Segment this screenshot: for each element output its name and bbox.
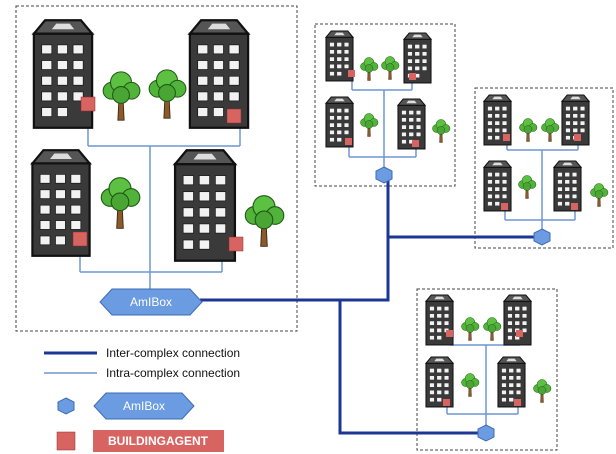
complex-box-bottom <box>416 288 558 451</box>
legend-agent-label: BUILDINGAGENT <box>108 434 209 448</box>
building <box>32 19 94 129</box>
building-agent <box>228 236 244 252</box>
amibox-main: AmIBox <box>99 288 203 316</box>
complex-box-main <box>15 5 298 332</box>
tree <box>533 379 552 403</box>
legend-amibox-hex-icon <box>57 397 75 415</box>
building-agent <box>516 330 523 337</box>
tree <box>360 57 379 81</box>
building <box>503 294 532 346</box>
tree <box>518 175 537 199</box>
building-agent <box>574 134 581 141</box>
amibox-node-right <box>533 228 551 246</box>
legend-amibox-label: AmIBox <box>123 399 165 413</box>
building-agent <box>443 399 450 406</box>
inter-complex-lines <box>200 176 542 435</box>
building-agent <box>514 399 521 406</box>
legend-amibox-shape <box>93 392 195 420</box>
amibox-node-top <box>375 166 393 184</box>
complex-box-top <box>314 23 456 187</box>
building <box>425 294 454 346</box>
building-agent <box>503 134 510 141</box>
building-agent <box>80 96 96 112</box>
legend-inter-label: Inter-complex connection <box>106 346 240 360</box>
building-agent <box>226 108 242 124</box>
building-agent <box>501 203 508 210</box>
building-agent <box>345 138 352 145</box>
building-agent <box>72 231 88 247</box>
building-agent <box>348 70 355 77</box>
building-agent <box>412 140 419 147</box>
legend: Inter-complex connection Intra-complex c… <box>44 346 240 452</box>
tree <box>590 183 609 207</box>
building-agent <box>571 203 578 210</box>
tree <box>381 56 400 80</box>
tree <box>244 195 285 247</box>
tree <box>541 118 560 142</box>
complex-box-right <box>474 87 614 249</box>
tree <box>461 373 480 397</box>
legend-intra-label: Intra-complex connection <box>106 366 240 380</box>
legend-agent-shape <box>93 430 224 452</box>
tree <box>519 118 538 142</box>
tree <box>148 69 187 119</box>
building <box>173 149 237 262</box>
tree <box>102 71 141 121</box>
amibox-node-bottom <box>477 424 495 442</box>
building <box>397 98 426 150</box>
building <box>403 32 432 84</box>
building-agent <box>409 73 416 80</box>
tree <box>483 317 502 341</box>
tree <box>432 119 451 143</box>
tree <box>100 177 141 229</box>
building-agent <box>446 330 453 337</box>
tree <box>360 113 379 137</box>
legend-agent-square-icon <box>56 431 76 451</box>
amibox-main-label: AmIBox <box>130 295 172 309</box>
tree <box>461 317 480 341</box>
